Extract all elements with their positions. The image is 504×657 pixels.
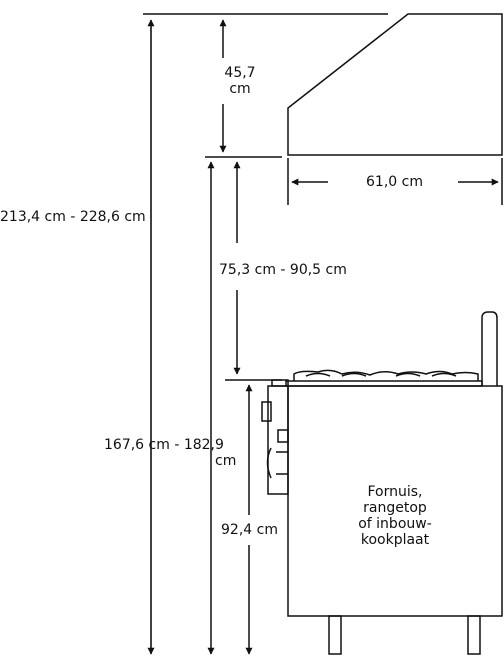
range-control-top-cap bbox=[271, 379, 289, 387]
burner-grate-detail bbox=[305, 372, 457, 377]
cooktop-height-label: 92,4 cm bbox=[221, 522, 278, 538]
hood-depth-label: 61,0 cm bbox=[366, 174, 423, 190]
hood-bottom-height-label-line1: 167,6 cm - 182,9 bbox=[104, 437, 224, 453]
range-leg-right bbox=[467, 615, 481, 655]
oven-door-handle bbox=[266, 447, 288, 479]
hood-bottom-height-label-line2: cm bbox=[215, 453, 237, 469]
hood-height-label-line1: 45,7 bbox=[224, 65, 256, 81]
total-height-label: 213,4 cm - 228,6 cm bbox=[0, 209, 146, 225]
burner-grates bbox=[293, 369, 479, 381]
appliance-label-line: kookplaat bbox=[360, 532, 430, 548]
range-hood bbox=[287, 13, 503, 156]
range-leg-left bbox=[328, 615, 342, 655]
appliance-label-line: rangetop bbox=[363, 500, 427, 516]
appliance-label-line: Fornuis, bbox=[367, 484, 423, 500]
hood-height-label: 45,7 cm bbox=[220, 65, 260, 97]
control-knob bbox=[261, 401, 272, 422]
range-cooktop-surface bbox=[285, 380, 483, 387]
clearance-label: 75,3 cm - 90,5 cm bbox=[219, 262, 347, 278]
range-appliance bbox=[261, 311, 503, 655]
range-backguard bbox=[481, 311, 498, 386]
hood-height-label-line2: cm bbox=[229, 81, 251, 97]
appliance-label-line: of inbouw- bbox=[358, 516, 432, 532]
hood-bottom-height-label: 167,6 cm - 182,9 cm bbox=[104, 437, 244, 469]
control-knob-small bbox=[277, 429, 289, 443]
appliance-label: Fornuis, rangetop of inbouw- kookplaat bbox=[340, 484, 450, 548]
